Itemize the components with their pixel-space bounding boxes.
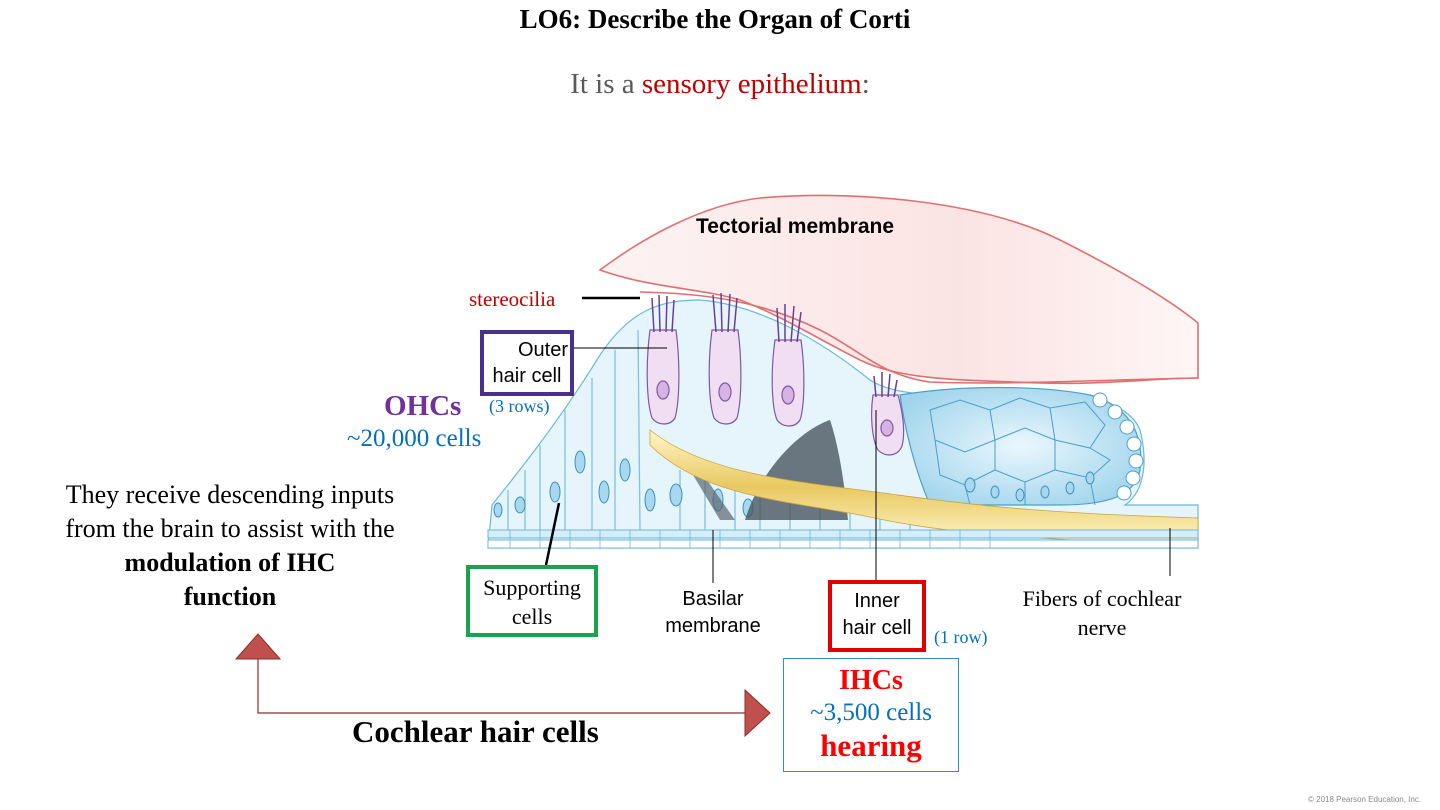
subtitle-highlight: sensory epithelium — [641, 68, 862, 100]
ohc-rows: (3 rows) — [489, 396, 550, 416]
ihc-title: IHCs — [839, 665, 903, 696]
subtitle-suffix: : — [861, 68, 870, 100]
slide-title: LO6: Describe the Organ of Corti — [519, 4, 911, 34]
outer-hair-cell-label-1: Outer — [517, 339, 568, 361]
ihc-count: ~3,500 cells — [810, 699, 932, 726]
cochlear-hair-cells-arrow — [234, 633, 771, 738]
slide-subtitle: It is a sensory epithelium: — [0, 68, 1440, 101]
copyright-credit: © 2018 Pearson Education, Inc. — [1308, 795, 1422, 804]
basilar-membrane-label-1: Basilar — [682, 588, 744, 610]
cochlear-nerve-label-1: Fibers of cochlear — [1022, 586, 1182, 611]
cochlear-nerve-label-2: nerve — [1077, 615, 1127, 640]
basilar-membrane-label-2: membrane — [665, 615, 761, 637]
ohc-description-line-2: from the brain to assist with the — [65, 514, 395, 543]
ihc-info-box: IHCs ~3,500 cells hearing — [783, 658, 959, 772]
supporting-cells-label-1: Supporting — [483, 575, 581, 600]
inner-hair-cell-box: Inner hair cell — [828, 580, 926, 652]
ohc-description-bold-2: function — [183, 582, 277, 611]
ohc-count: ~20,000 cells — [347, 425, 482, 452]
subtitle-prefix: It is a — [570, 68, 635, 100]
inner-hair-cell — [871, 372, 905, 456]
cochlear-nerve-label: Fibers of cochlear nerve — [1000, 584, 1204, 642]
ohc-description-line-1: They receive descending inputs — [65, 480, 395, 509]
inner-hair-cell-label-2: hair cell — [842, 617, 912, 639]
ihc-function: hearing — [820, 728, 922, 763]
tectorial-membrane-label: Tectorial membrane — [696, 215, 895, 238]
outer-hair-cells — [646, 292, 805, 427]
outer-hair-cell-label-2: hair cell — [492, 365, 562, 387]
ohc-title: OHCs — [384, 390, 462, 422]
ohc-description-bold-1: modulation of IHC — [124, 548, 336, 577]
basilar-membrane-label: Basilar membrane — [652, 586, 774, 640]
outer-hair-cell-box: Outer hair cell — [480, 330, 574, 396]
cochlear-hair-cells-label: Cochlear hair cells — [352, 714, 599, 749]
ihc-rows: (1 row) — [934, 627, 988, 647]
ohc-description: They receive descending inputs from the … — [20, 478, 440, 614]
stereocilia-label: stereocilia — [469, 287, 556, 311]
inner-hair-cell-label-1: Inner — [854, 590, 900, 612]
supporting-cells-label-2: cells — [511, 604, 553, 629]
supporting-cells-box: Supporting cells — [466, 565, 598, 637]
